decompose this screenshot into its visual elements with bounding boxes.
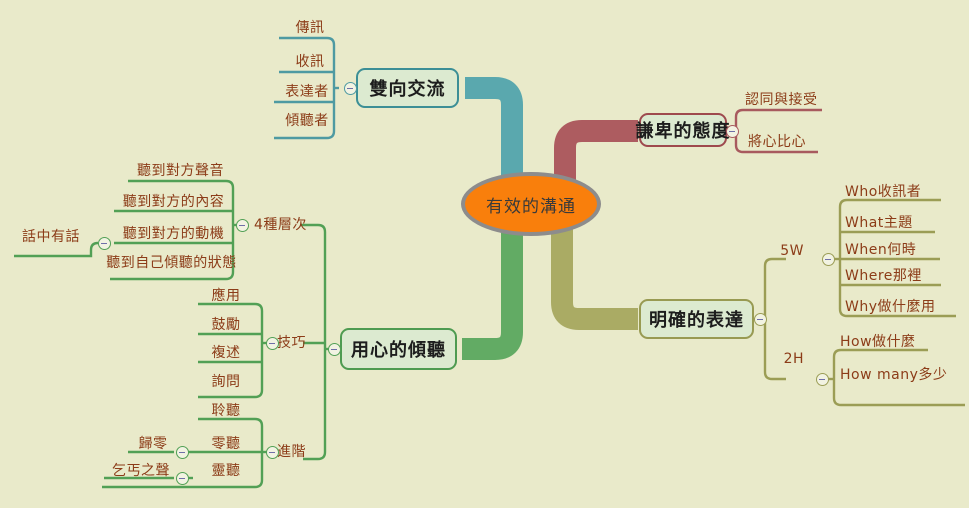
leaf-when[interactable]: When何時 <box>845 242 917 258</box>
leaf-hear-content[interactable]: 聽到對方的內容 <box>122 194 225 210</box>
wire-leaf-how <box>832 348 928 358</box>
leaf-reset-to-zero[interactable]: 歸零 <box>138 436 168 452</box>
collapse-toggle-expression[interactable] <box>754 313 767 326</box>
wire-leaf-qingtingzhe <box>274 130 336 140</box>
wire-leaf-chuanxun <box>279 36 336 46</box>
leaf-inquire[interactable]: 詢問 <box>211 374 241 390</box>
wire-leaf-hear-self <box>110 271 235 281</box>
leaf-what[interactable]: What主題 <box>845 215 913 231</box>
wire-leaf-who <box>838 198 941 208</box>
ribbon-listening <box>462 215 523 360</box>
leaf-spirit-listening[interactable]: 靈聽 <box>211 463 241 479</box>
collapse-toggle-listening[interactable] <box>328 343 341 356</box>
root-node[interactable]: 有效的溝通 <box>461 172 601 236</box>
collapse-toggle-humble[interactable] <box>726 125 739 138</box>
collapse-toggle-zero-listening[interactable] <box>176 446 189 459</box>
leaf-receive-message[interactable]: 收訊 <box>295 54 325 70</box>
collapse-toggle-advanced[interactable] <box>266 446 279 459</box>
leaf-listener[interactable]: 傾聽者 <box>285 113 329 129</box>
wire-2h <box>763 371 786 381</box>
collapse-toggle-hear-motive[interactable] <box>98 237 111 250</box>
node-clear-expression[interactable]: 明確的表達 <box>639 299 754 339</box>
collapse-toggle-skills[interactable] <box>266 337 279 350</box>
leaf-beggars-voice[interactable]: 乞丐之聲 <box>112 463 170 479</box>
collapse-toggle-four-levels[interactable] <box>236 219 249 232</box>
leaf-restate[interactable]: 複述 <box>211 345 241 361</box>
wire-leaf-howmany <box>832 397 965 407</box>
leaf-send-message[interactable]: 傳訊 <box>295 20 325 36</box>
node-2h[interactable]: 2H <box>783 351 804 367</box>
leaf-hear-self-state[interactable]: 聽到自己傾聽的狀態 <box>106 255 237 271</box>
leaf-how[interactable]: How做什麼 <box>840 334 916 350</box>
node-5w[interactable]: 5W <box>780 243 804 259</box>
leaf-identify-accept[interactable]: 認同與接受 <box>745 92 818 108</box>
leaf-expresser[interactable]: 表達者 <box>285 84 329 100</box>
wire-leaf-ask <box>198 389 264 399</box>
collapse-toggle-5w[interactable] <box>822 253 835 266</box>
leaf-how-many[interactable]: How many多少 <box>840 367 948 383</box>
leaf-hear-voice[interactable]: 聽到對方聲音 <box>137 163 224 179</box>
wire-leaf-rentong <box>734 108 822 118</box>
node-four-levels[interactable]: 4種層次 <box>254 217 307 233</box>
node-two-way-exchange[interactable]: 雙向交流 <box>356 68 459 108</box>
leaf-zero-listening[interactable]: 零聽 <box>211 436 241 452</box>
collapse-toggle-spirit-listening[interactable] <box>176 472 189 485</box>
wire-leaf-hear-voice <box>128 179 235 189</box>
leaf-hidden-meaning[interactable]: 話中有話 <box>22 229 80 245</box>
leaf-where[interactable]: Where那裡 <box>845 268 922 284</box>
node-mindful-listening[interactable]: 用心的傾聽 <box>340 328 457 370</box>
leaf-hear-motive[interactable]: 聽到對方的動機 <box>122 226 225 242</box>
wire-leaf-lingting <box>198 417 264 427</box>
node-skills[interactable]: 技巧 <box>277 335 306 351</box>
leaf-encourage[interactable]: 鼓勵 <box>211 317 241 333</box>
leaf-why[interactable]: Why做什麼用 <box>845 299 936 315</box>
leaf-apply[interactable]: 應用 <box>211 288 241 304</box>
leaf-listen-attentively[interactable]: 聆聽 <box>211 403 241 419</box>
leaf-who[interactable]: Who收訊者 <box>845 184 922 200</box>
collapse-toggle-2h[interactable] <box>816 373 829 386</box>
wire-leaf-apply <box>198 302 264 312</box>
node-humble-attitude[interactable]: 謙卑的態度 <box>636 113 730 147</box>
node-advanced[interactable]: 進階 <box>277 444 306 460</box>
leaf-empathy[interactable]: 將心比心 <box>748 134 806 150</box>
collapse-toggle-two-way[interactable] <box>344 82 357 95</box>
